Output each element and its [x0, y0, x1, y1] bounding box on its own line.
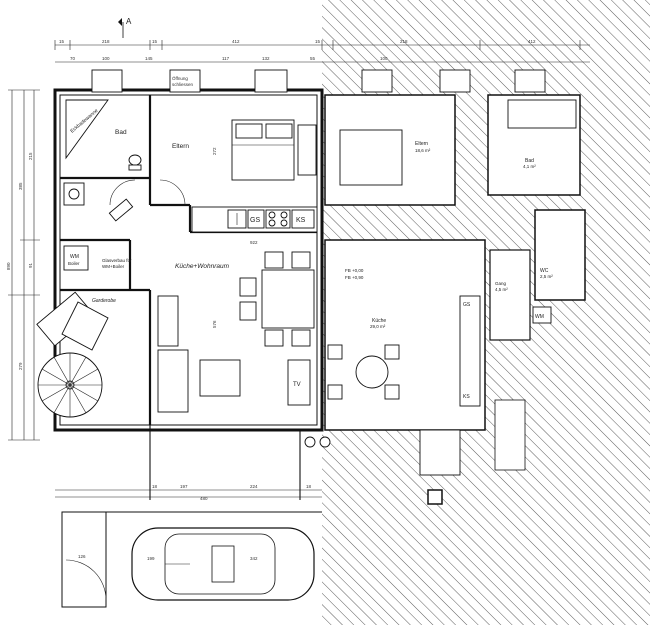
- terrace: 18 197 480 224 18: [55, 425, 322, 501]
- dim-top-4: 412: [232, 39, 240, 44]
- dim-left-1: 385: [18, 182, 23, 190]
- dim-kitchen: 922: [250, 240, 258, 245]
- dim-bottom-5: 18: [306, 484, 312, 489]
- outer-walls: Öffnung schliessen: [53, 69, 546, 432]
- dim-sub-1: 70: [70, 56, 76, 61]
- tv-label: TV: [293, 382, 301, 388]
- dim-left-2: 215: [28, 152, 33, 160]
- section-marker: A: [118, 17, 132, 38]
- dim-top-5: 15: [315, 39, 321, 44]
- dim-bottom-3: 480: [200, 496, 208, 501]
- dim-left-4: 890: [6, 262, 11, 270]
- wm-label: WM: [70, 254, 79, 260]
- dim-left-3: 91: [28, 262, 33, 268]
- fridge-label-right: KS: [463, 394, 470, 400]
- wm-label-right: WM: [535, 314, 544, 320]
- dim-bottom-1: 18: [152, 484, 158, 489]
- room-area-bad-right: 4,1 m²: [523, 164, 536, 169]
- dim-sub-3: 145: [145, 56, 153, 61]
- dim-top-r-2: 412: [528, 39, 536, 44]
- dim-living: 576: [212, 320, 217, 328]
- dim-bottom-2: 197: [180, 484, 188, 489]
- top-dimension-chain: 15 218 15 412 15 218 412 70 100 145 117 …: [54, 39, 590, 63]
- room-label-eltern-right: Eltern: [415, 141, 428, 147]
- dim-sub-4: 117: [222, 56, 230, 61]
- room-label-kueche-right: Küche: [372, 318, 386, 324]
- dim-car-2: 342: [250, 556, 258, 561]
- dishwasher-label: GS: [250, 217, 260, 224]
- spiral-staircase: [36, 291, 109, 418]
- carport: 126 199 342: [61, 511, 322, 608]
- dim-sub-5: 132: [262, 56, 270, 61]
- dim-bottom-4: 224: [250, 484, 258, 489]
- boiler-label: Boiler: [68, 261, 80, 266]
- dim-sub-2: 100: [102, 56, 110, 61]
- dishwasher-label-right: GS: [463, 302, 471, 308]
- floor-level-note-1: FB +0,00: [345, 268, 364, 273]
- utility-room: WM Boiler Glasverbau für WM+Boiler Garde…: [63, 245, 132, 304]
- room-label-eltern: Eltern: [172, 143, 189, 150]
- dim-sub-7: 100: [380, 56, 388, 61]
- room-area-eltern-right: 18,6 m²: [415, 148, 431, 153]
- room-area-wc-right: 2,5 m²: [540, 274, 553, 279]
- dim-top-3: 15: [152, 39, 158, 44]
- bedroom: Eltern 272: [159, 119, 317, 206]
- fridge-label: KS: [296, 217, 306, 224]
- room-label-wc-right: WC: [540, 268, 549, 274]
- dim-left-5: 279: [18, 362, 23, 370]
- dim-top-1: 15: [59, 39, 65, 44]
- kitchen-counter: GS KS 922: [191, 206, 318, 245]
- opening-label: Öffnung: [172, 75, 188, 81]
- neighbor-unit: Eltern 18,6 m² Bad 4,1 m² Küche 29,0 m² …: [324, 94, 586, 505]
- left-dimension-chain: 385 215 91 890 279: [6, 89, 40, 441]
- car-icon: [131, 527, 315, 601]
- room-area-kueche-right: 29,0 m²: [370, 324, 386, 329]
- dim-top-2: 218: [102, 39, 110, 44]
- glass-enclosure-label: Glasverbau für: [102, 258, 132, 263]
- dim-carport: 126: [78, 554, 86, 559]
- dim-sub-6: 55: [310, 56, 316, 61]
- room-area-gang-right: 4,5 m²: [495, 287, 508, 292]
- opening-label-2: schliessen: [172, 82, 194, 87]
- dim-top-r-1: 218: [400, 39, 408, 44]
- dim-bedroom: 272: [212, 147, 217, 155]
- dim-car-1: 199: [147, 556, 155, 561]
- room-label-bad-right: Bad: [525, 158, 534, 164]
- floor-level-note-2: FB +0,90: [345, 275, 364, 280]
- section-marker-label: A: [126, 17, 132, 26]
- bathroom: Eckbadewanne Bad: [63, 99, 142, 222]
- glass-enclosure-label-2: WM+Boiler: [102, 264, 125, 269]
- living-room: Küche+Wohnraum TV 576: [157, 251, 331, 448]
- room-label-gang-right: Gang: [495, 281, 507, 286]
- room-label-bad: Bad: [115, 129, 127, 136]
- room-label-garderobe: Garderobe: [92, 298, 116, 304]
- room-label-kueche: Küche+Wohnraum: [175, 263, 230, 270]
